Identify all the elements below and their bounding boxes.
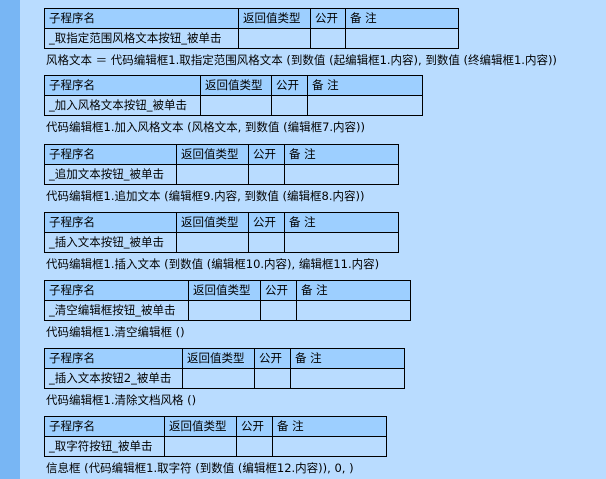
subroutine-table: 子程序名返回值类型公开备 注_清空编辑框按钮_被单击 <box>44 280 411 321</box>
table-row: _加入风格文本按钮_被单击 <box>44 95 423 116</box>
return-type-cell[interactable] <box>176 232 249 253</box>
header-note: 备 注 <box>296 280 411 301</box>
subroutine-name[interactable]: _加入风格文本按钮_被单击 <box>44 95 201 116</box>
left-margin-strip <box>0 0 20 479</box>
header-name: 子程序名 <box>44 348 183 369</box>
public-cell[interactable] <box>248 232 285 253</box>
note-cell[interactable] <box>345 28 459 49</box>
header-name: 子程序名 <box>44 212 177 233</box>
note-cell[interactable] <box>290 368 405 389</box>
code-line[interactable]: 风格文本 ＝ 代码编辑框1.取指定范围风格文本 (到数值 (起编辑框1.内容),… <box>46 53 557 67</box>
code-line[interactable]: 信息框 (代码编辑框1.取字符 (到数值 (编辑框12.内容)), 0, ) <box>46 461 354 475</box>
header-row: 子程序名返回值类型公开备 注 <box>44 280 411 301</box>
note-cell[interactable] <box>284 232 399 253</box>
header-public: 公开 <box>248 212 285 233</box>
note-cell[interactable] <box>272 436 387 457</box>
return-type-cell[interactable] <box>238 28 311 49</box>
return-type-cell[interactable] <box>188 300 261 321</box>
subroutine-name[interactable]: _清空编辑框按钮_被单击 <box>44 300 189 321</box>
header-return-type: 返回值类型 <box>238 8 311 29</box>
header-return-type: 返回值类型 <box>188 280 261 301</box>
table-row: _插入文本按钮_被单击 <box>44 232 399 253</box>
subroutine-table: 子程序名返回值类型公开备 注_插入文本按钮2_被单击 <box>44 348 405 389</box>
table-row: _追加文本按钮_被单击 <box>44 164 399 185</box>
header-row: 子程序名返回值类型公开备 注 <box>44 212 399 233</box>
header-public: 公开 <box>248 144 285 165</box>
header-name: 子程序名 <box>44 144 177 165</box>
subroutine-table: 子程序名返回值类型公开备 注_取字符按钮_被单击 <box>44 416 387 457</box>
header-name: 子程序名 <box>44 280 189 301</box>
return-type-cell[interactable] <box>200 95 272 116</box>
header-return-type: 返回值类型 <box>176 212 249 233</box>
subroutine-name[interactable]: _插入文本按钮_被单击 <box>44 232 177 253</box>
header-public: 公开 <box>271 75 308 96</box>
header-note: 备 注 <box>272 416 387 437</box>
subroutine-name[interactable]: _取指定范围风格文本按钮_被单击 <box>44 28 239 49</box>
public-cell[interactable] <box>254 368 291 389</box>
header-note: 备 注 <box>290 348 405 369</box>
subroutine-table: 子程序名返回值类型公开备 注_追加文本按钮_被单击 <box>44 144 399 185</box>
return-type-cell[interactable] <box>182 368 255 389</box>
return-type-cell[interactable] <box>176 164 249 185</box>
header-public: 公开 <box>236 416 273 437</box>
header-return-type: 返回值类型 <box>164 416 237 437</box>
subroutine-name[interactable]: _取字符按钮_被单击 <box>44 436 165 457</box>
header-return-type: 返回值类型 <box>182 348 255 369</box>
code-line[interactable]: 代码编辑框1.清除文档风格 () <box>46 393 197 407</box>
header-name: 子程序名 <box>44 75 201 96</box>
subroutine-table: 子程序名返回值类型公开备 注_加入风格文本按钮_被单击 <box>44 75 423 116</box>
header-public: 公开 <box>260 280 297 301</box>
subroutine-name[interactable]: _追加文本按钮_被单击 <box>44 164 177 185</box>
header-return-type: 返回值类型 <box>200 75 272 96</box>
header-note: 备 注 <box>345 8 459 29</box>
subroutine-table: 子程序名返回值类型公开备 注_取指定范围风格文本按钮_被单击 <box>44 8 459 49</box>
public-cell[interactable] <box>236 436 273 457</box>
header-note: 备 注 <box>284 212 399 233</box>
table-row: _插入文本按钮2_被单击 <box>44 368 405 389</box>
code-line[interactable]: 代码编辑框1.插入文本 (到数值 (编辑框10.内容), 编辑框11.内容) <box>46 257 380 271</box>
header-return-type: 返回值类型 <box>176 144 249 165</box>
header-row: 子程序名返回值类型公开备 注 <box>44 416 387 437</box>
note-cell[interactable] <box>296 300 411 321</box>
note-cell[interactable] <box>307 95 423 116</box>
header-row: 子程序名返回值类型公开备 注 <box>44 8 459 29</box>
table-row: _清空编辑框按钮_被单击 <box>44 300 411 321</box>
header-note: 备 注 <box>307 75 423 96</box>
code-line[interactable]: 代码编辑框1.追加文本 (编辑框9.内容, 到数值 (编辑框8.内容)) <box>46 189 365 203</box>
subroutine-name[interactable]: _插入文本按钮2_被单击 <box>44 368 183 389</box>
header-row: 子程序名返回值类型公开备 注 <box>44 75 423 96</box>
public-cell[interactable] <box>271 95 308 116</box>
public-cell[interactable] <box>260 300 297 321</box>
code-line[interactable]: 代码编辑框1.加入风格文本 (风格文本, 到数值 (编辑框7.内容)) <box>46 120 366 134</box>
table-row: _取字符按钮_被单击 <box>44 436 387 457</box>
header-row: 子程序名返回值类型公开备 注 <box>44 348 405 369</box>
note-cell[interactable] <box>284 164 399 185</box>
header-public: 公开 <box>254 348 291 369</box>
public-cell[interactable] <box>310 28 346 49</box>
header-public: 公开 <box>310 8 346 29</box>
code-line[interactable]: 代码编辑框1.清空编辑框 () <box>46 325 185 339</box>
header-row: 子程序名返回值类型公开备 注 <box>44 144 399 165</box>
return-type-cell[interactable] <box>164 436 237 457</box>
subroutine-table: 子程序名返回值类型公开备 注_插入文本按钮_被单击 <box>44 212 399 253</box>
public-cell[interactable] <box>248 164 285 185</box>
table-row: _取指定范围风格文本按钮_被单击 <box>44 28 459 49</box>
header-note: 备 注 <box>284 144 399 165</box>
header-name: 子程序名 <box>44 8 239 29</box>
header-name: 子程序名 <box>44 416 165 437</box>
